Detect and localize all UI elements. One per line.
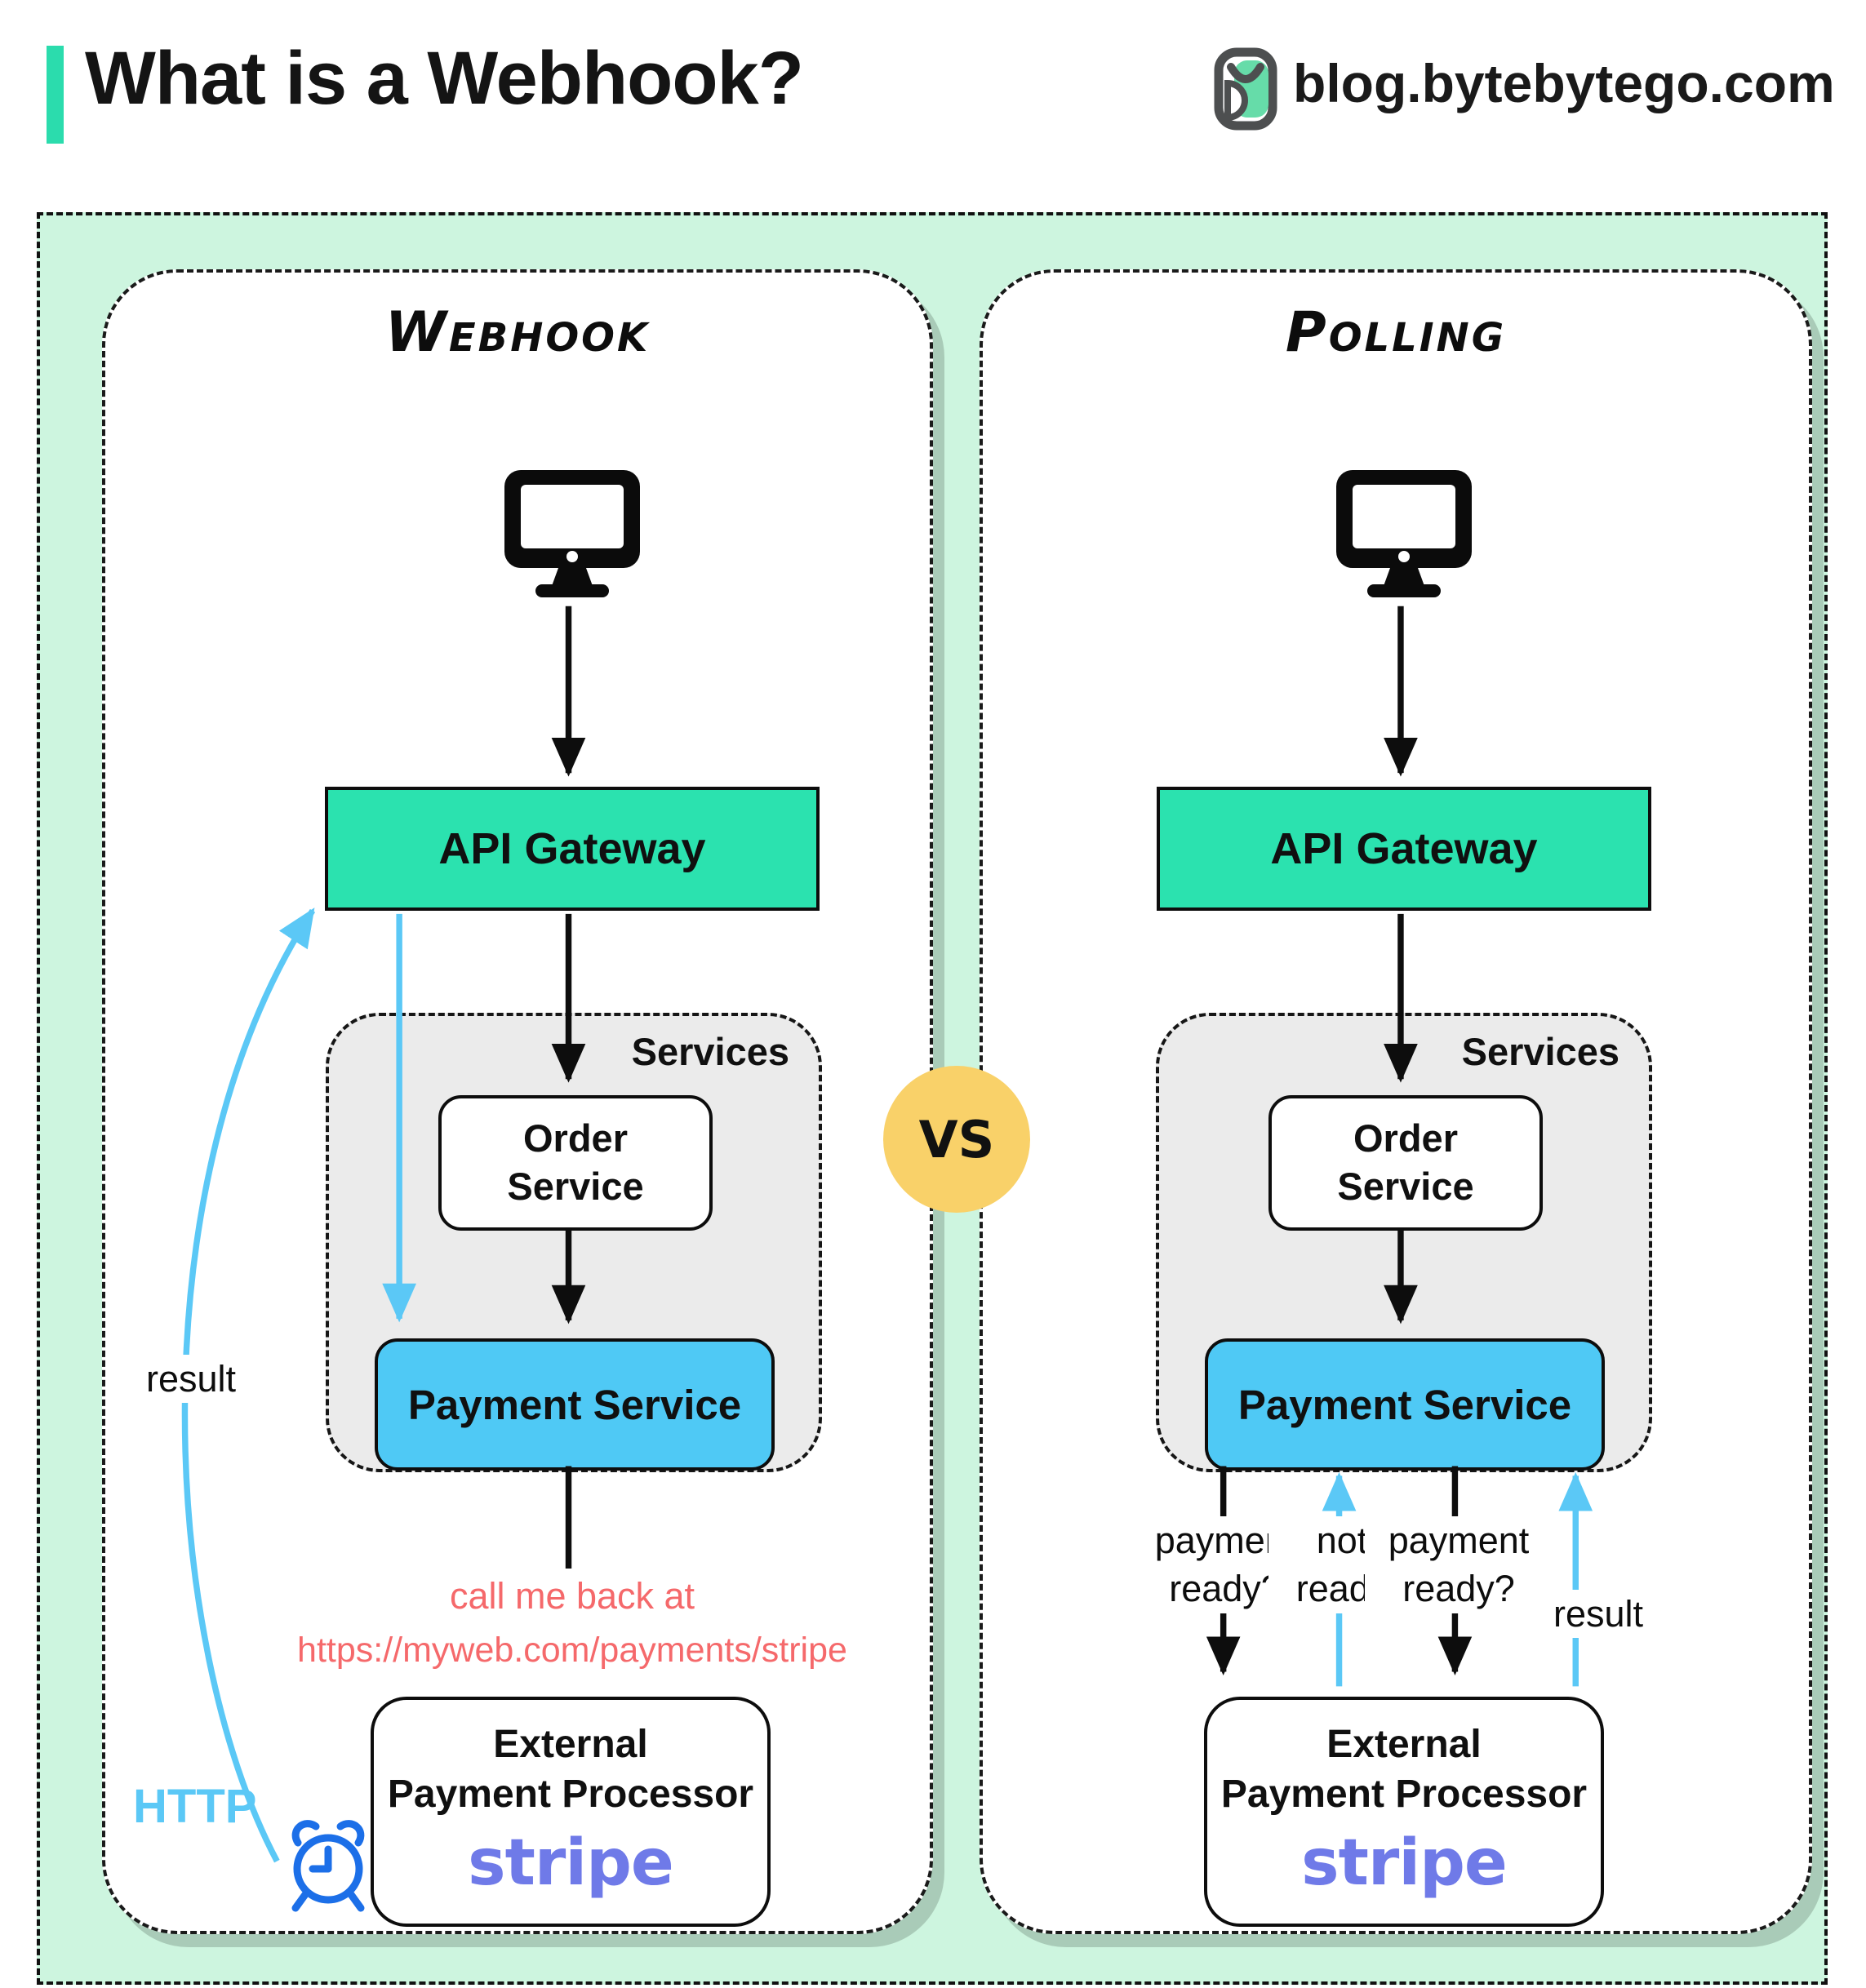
- payment-service-box: Payment Service: [1205, 1338, 1605, 1471]
- webhook-panel-title: Webhook: [384, 300, 651, 365]
- vs-badge: VS: [883, 1066, 1030, 1213]
- polling-panel: Polling API Gateway Services Order Servi…: [980, 269, 1812, 1934]
- title-accent-bar: [47, 46, 64, 144]
- payment-service-box: Payment Service: [375, 1338, 775, 1471]
- external-payment-processor-box: External Payment Processor stripe: [1204, 1697, 1604, 1927]
- order-service-line1: Order: [1353, 1116, 1458, 1160]
- callback-line2: https://myweb.com/payments/stripe: [297, 1630, 847, 1670]
- monitor-icon: [1336, 470, 1472, 597]
- services-group: Services Order Service Payment Service: [326, 1013, 822, 1472]
- api-gateway-box: API Gateway: [325, 787, 820, 911]
- api-gateway-box: API Gateway: [1157, 787, 1651, 911]
- services-group-label: Services: [1461, 1030, 1619, 1073]
- polling-panel-title: Polling: [1285, 300, 1507, 365]
- api-gateway-label: API Gateway: [438, 824, 706, 873]
- services-group-label: Services: [631, 1030, 789, 1073]
- order-service-line2: Service: [1337, 1165, 1474, 1208]
- stripe-logo: stripe: [468, 1826, 674, 1900]
- external-payment-processor-box: External Payment Processor stripe: [371, 1697, 771, 1927]
- order-service-box: Order Service: [1268, 1095, 1543, 1231]
- order-service-box: Order Service: [438, 1095, 713, 1231]
- order-service-line1: Order: [523, 1116, 628, 1160]
- polling-arrow-label-3-line1: payment: [1388, 1520, 1530, 1561]
- api-gateway-label: API Gateway: [1270, 824, 1538, 873]
- polling-arrow-label-result: result: [1525, 1590, 1672, 1639]
- bytebytego-logo-icon: [1214, 47, 1277, 131]
- callback-line1: call me back at: [449, 1575, 695, 1617]
- polling-arrow-label-3: payment ready?: [1365, 1516, 1553, 1613]
- page-title: What is a Webhook?: [85, 37, 804, 120]
- webhook-panel: Webhook API Gateway Services Order Servi…: [102, 269, 933, 1934]
- payment-service-label: Payment Service: [1237, 1381, 1572, 1428]
- external-line2: Payment Processor: [1220, 1773, 1588, 1817]
- alarm-clock-icon: [291, 1820, 365, 1912]
- external-line1: External: [1326, 1722, 1482, 1766]
- http-label: HTTP: [133, 1780, 257, 1833]
- callback-url-label: call me back at https://myweb.com/paymen…: [254, 1569, 891, 1676]
- payment-service-label: Payment Service: [407, 1381, 742, 1428]
- order-service-line2: Service: [507, 1165, 644, 1208]
- external-line1: External: [493, 1722, 648, 1766]
- services-group: Services Order Service Payment Service: [1156, 1013, 1652, 1472]
- result-arrow-label: result: [123, 1355, 259, 1404]
- monitor-icon: [504, 470, 640, 597]
- external-line2: Payment Processor: [387, 1773, 754, 1817]
- polling-arrow-label-3-line2: ready?: [1402, 1568, 1515, 1610]
- site-label: blog.bytebytego.com: [1293, 53, 1835, 113]
- stripe-logo: stripe: [1301, 1826, 1508, 1900]
